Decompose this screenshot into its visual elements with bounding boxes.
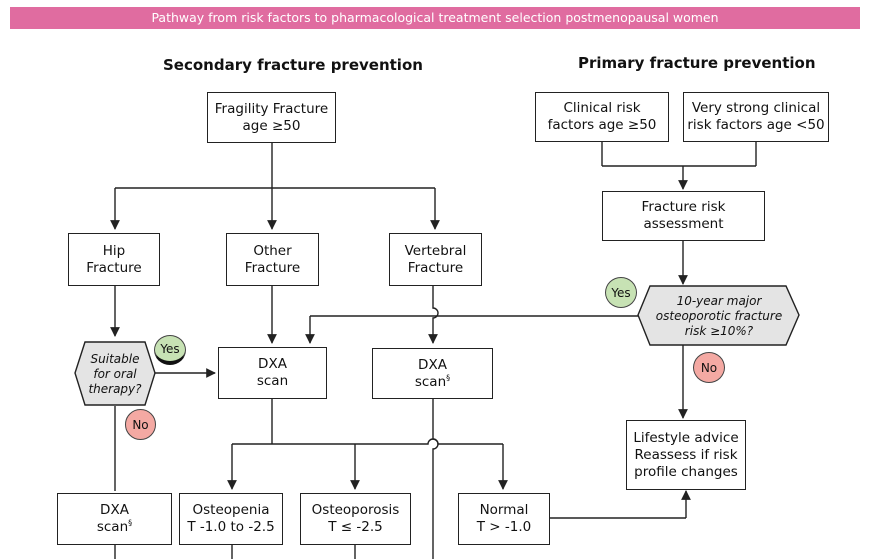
clinical-risk-factors-box: Clinical risk factors age ≥50 — [535, 92, 669, 142]
dxa-scan-vertebral-box: DXA scan§ — [372, 348, 493, 399]
fracture-risk-assessment-line2: assessment — [643, 216, 724, 232]
dxa-scan-vertebral-line1: DXA — [418, 356, 447, 373]
hip-fracture-line2: Fracture — [86, 259, 142, 276]
decision-major-fracture-risk: 10-year major osteoporotic fracture risk… — [645, 287, 793, 345]
decision-oral-line3: therapy? — [88, 381, 142, 396]
vertebral-fracture-line2: Fracture — [407, 259, 464, 276]
dxa-scan-hip-word: scan — [96, 519, 129, 535]
osteoporosis-line2: T ≤ -2.5 — [328, 519, 383, 535]
osteopenia-line1: Osteopenia — [192, 502, 270, 518]
no-badge-oral: No — [125, 409, 156, 440]
decision-oral-therapy-shape — [74, 341, 156, 406]
fragility-fracture-line2: age ≥50 — [242, 117, 301, 134]
very-strong-risk-line1: Very strong clinical — [691, 100, 821, 116]
very-strong-risk-line2: risk factors age <50 — [687, 117, 825, 133]
lifestyle-line3: profile changes — [634, 463, 738, 480]
other-fracture-line2: Fracture — [244, 259, 301, 276]
very-strong-risk-factors-box: Very strong clinical risk factors age <5… — [683, 92, 829, 142]
title-banner: Pathway from risk factors to pharmacolog… — [10, 7, 860, 29]
no-badge-major-risk: No — [693, 352, 725, 383]
heading-primary-prevention: Primary fracture prevention — [578, 54, 816, 72]
decision-major-line3: risk ≥10%? — [684, 323, 754, 338]
fracture-risk-assessment-box: Fracture risk assessment — [602, 191, 765, 241]
dxa-scan-box: DXA scan — [218, 347, 327, 399]
osteoporosis-line1: Osteoporosis — [311, 502, 400, 518]
hip-fracture-line1: Hip — [102, 242, 126, 259]
decision-major-line1: 10-year major — [676, 293, 762, 308]
normal-box: Normal T > -1.0 — [458, 493, 550, 545]
decision-major-risk-shape — [637, 285, 800, 346]
fragility-fracture-box: Fragility Fracture age ≥50 — [207, 92, 336, 143]
dxa-scan-hip-line2: scan§ — [97, 519, 132, 536]
osteopenia-line2: T -1.0 to -2.5 — [187, 519, 275, 535]
dxa-scan-hip-box: DXA scan§ — [57, 493, 172, 545]
decision-oral-line2: for oral — [93, 366, 137, 381]
dxa-scan-vertebral-word: scan — [414, 373, 447, 390]
dxa-scan-hip-line1: DXA — [100, 502, 129, 518]
lifestyle-line1: Lifestyle advice — [633, 429, 739, 446]
dxa-scan-line2: scan — [256, 373, 289, 389]
other-fracture-line1: Other — [253, 242, 292, 259]
dxa-scan-vertebral-line2: scan§ — [415, 374, 450, 391]
section-mark: § — [128, 518, 133, 528]
hip-fracture-box: Hip Fracture — [68, 233, 160, 286]
fracture-risk-assessment-line1: Fracture risk — [641, 199, 726, 215]
lifestyle-line2: Reassess if risk — [634, 446, 738, 463]
yes-badge-oral: Yes — [154, 335, 186, 365]
dxa-scan-line1: DXA — [258, 356, 287, 372]
osteoporosis-box: Osteoporosis T ≤ -2.5 — [300, 493, 411, 545]
normal-line1: Normal — [479, 502, 529, 518]
heading-secondary-prevention: Secondary fracture prevention — [163, 56, 423, 74]
decision-oral-line1: Suitable — [90, 351, 140, 366]
fragility-fracture-line1: Fragility Fracture — [214, 100, 329, 117]
vertebral-fracture-box: Vertebral Fracture — [389, 233, 482, 286]
yes-badge-major-risk: Yes — [605, 277, 637, 308]
normal-line2: T > -1.0 — [476, 519, 532, 535]
osteopenia-box: Osteopenia T -1.0 to -2.5 — [179, 493, 283, 545]
decision-major-line2: osteoporotic fracture — [655, 308, 783, 323]
decision-oral-therapy: Suitable for oral therapy? — [80, 343, 150, 405]
clinical-risk-line2: factors age ≥50 — [547, 117, 657, 133]
lifestyle-advice-box: Lifestyle advice Reassess if risk profil… — [626, 420, 746, 490]
vertebral-fracture-line1: Vertebral — [404, 242, 467, 259]
section-mark: § — [446, 373, 451, 382]
other-fracture-box: Other Fracture — [226, 233, 319, 286]
clinical-risk-line1: Clinical risk — [563, 100, 641, 116]
